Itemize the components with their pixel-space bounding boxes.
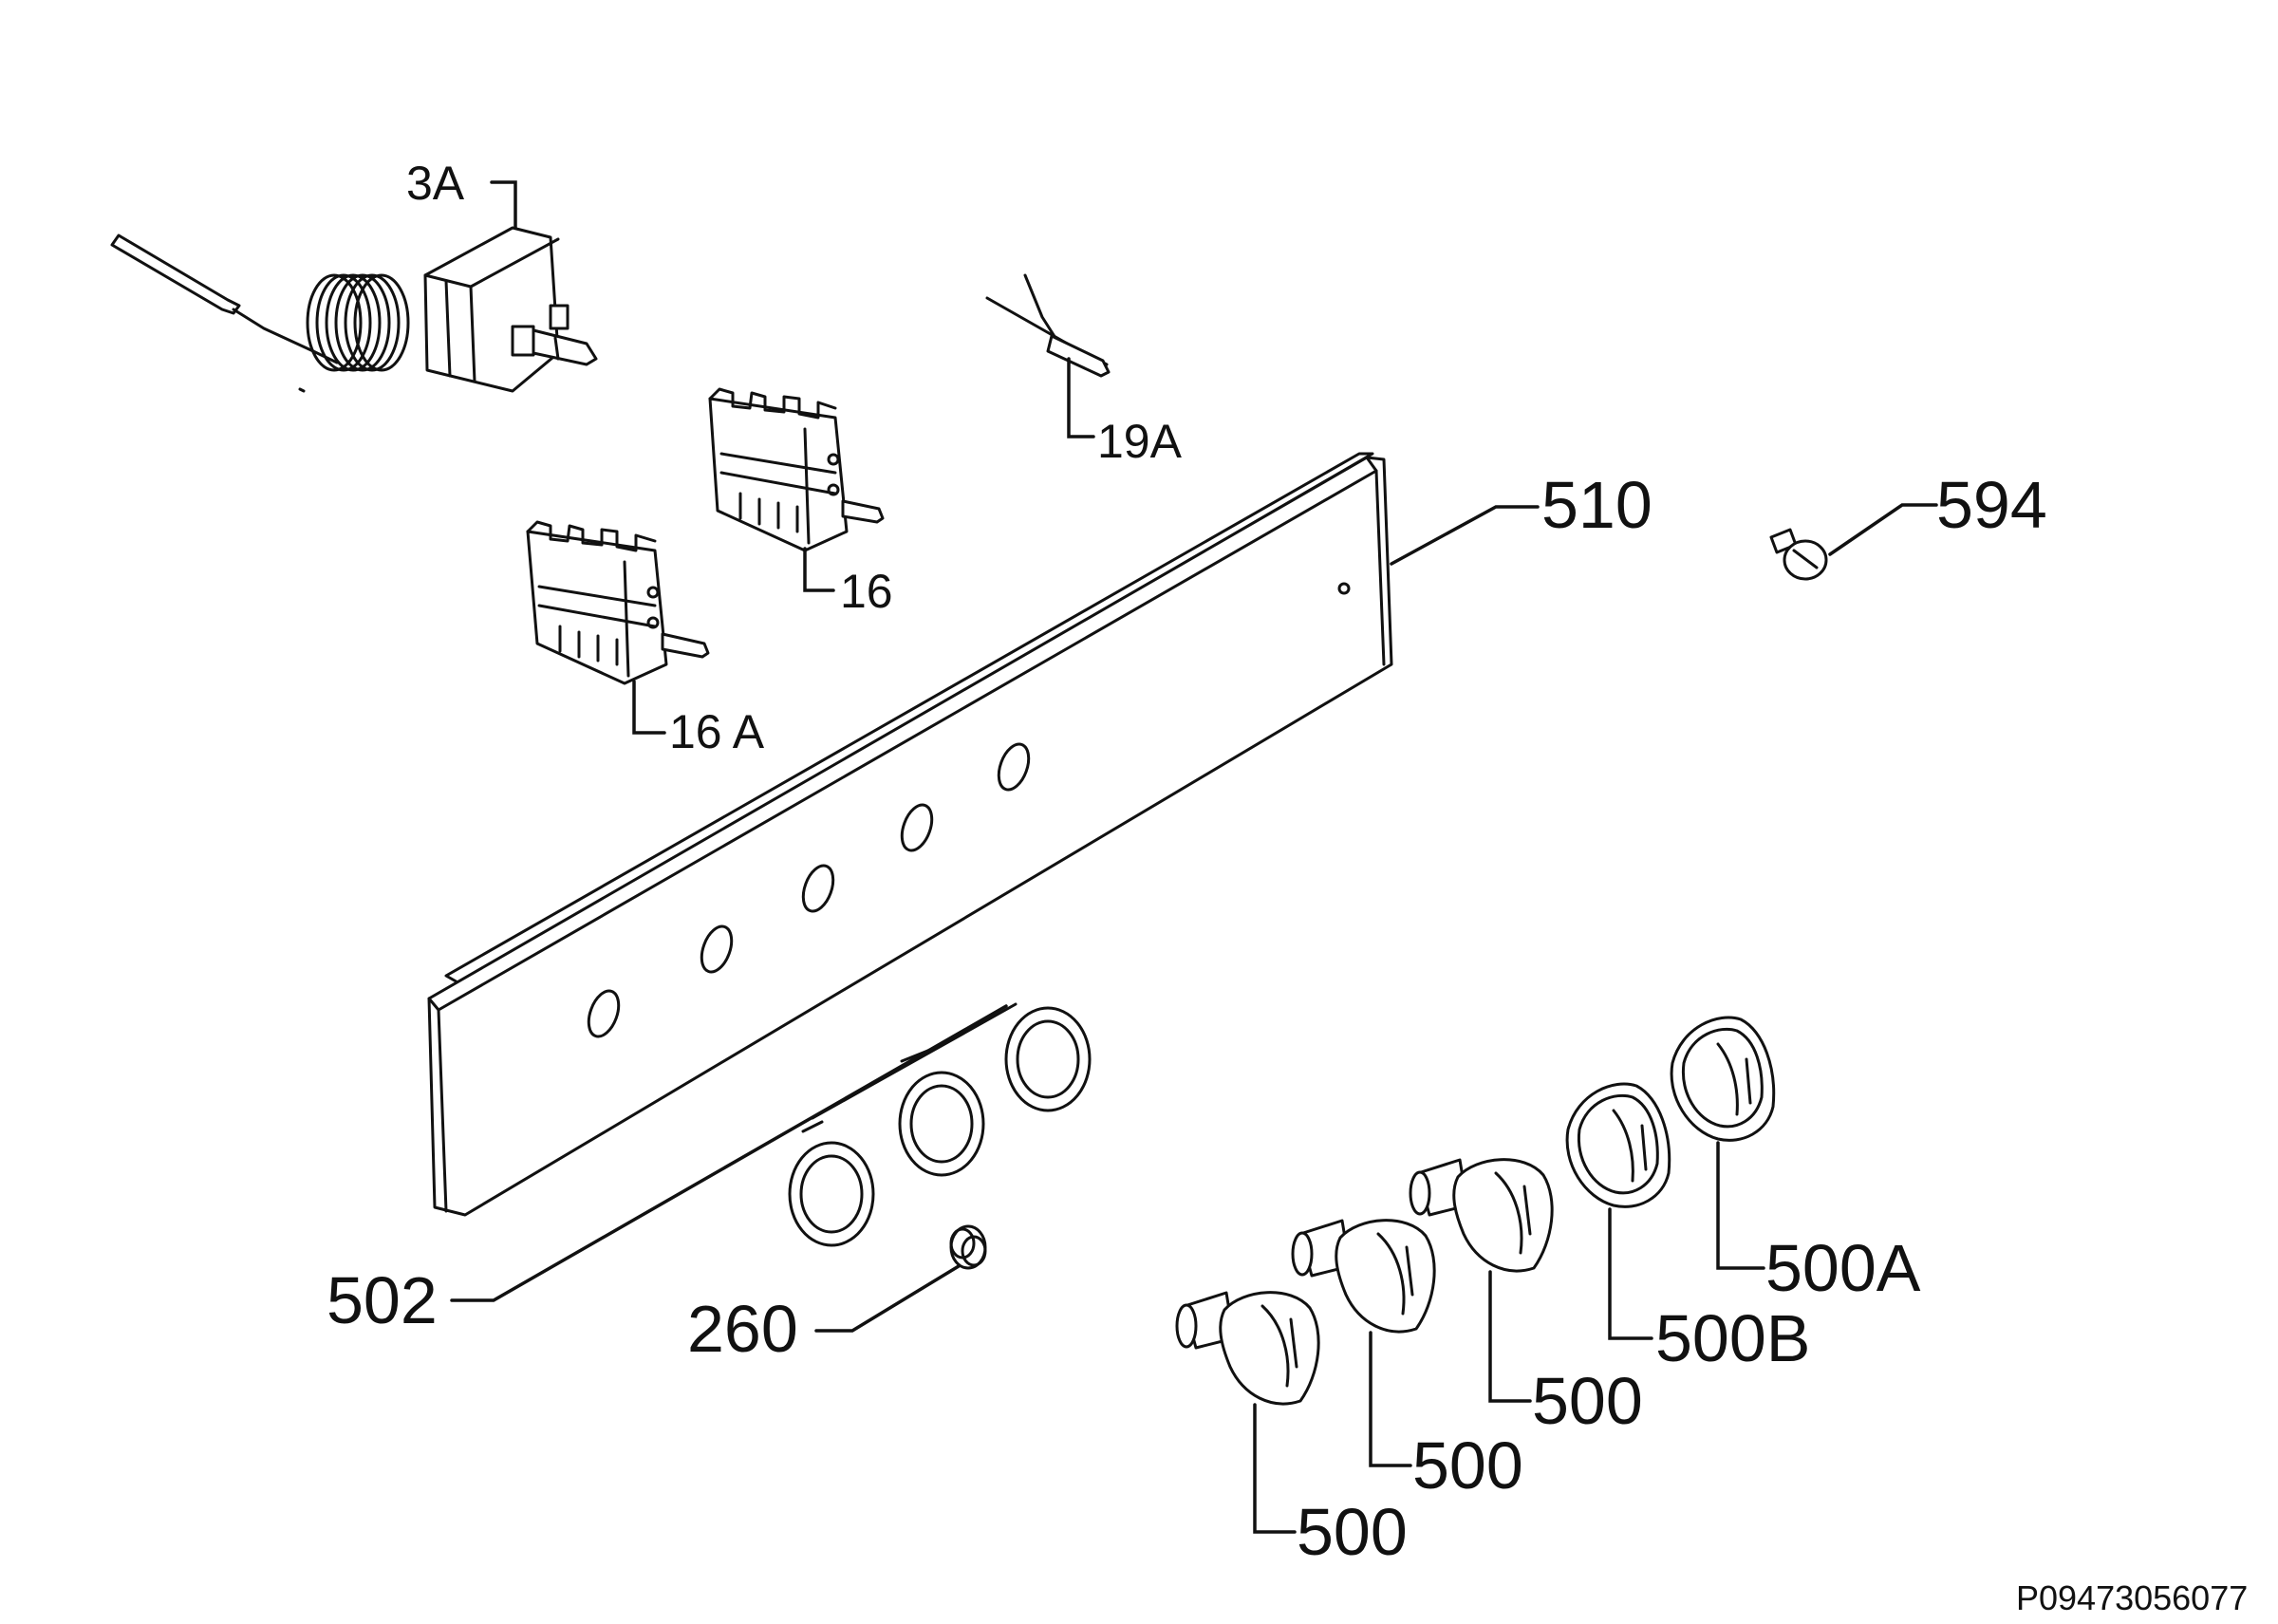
label-knob-2: 500	[1412, 1428, 1523, 1503]
label-spring: 260	[687, 1292, 798, 1366]
leader-knob-2	[1369, 1331, 1412, 1467]
part-thermostat	[110, 226, 598, 393]
label-wire-sensor: 19A	[1097, 415, 1183, 468]
label-selector-switch: 16	[840, 565, 893, 618]
leader-bezels	[450, 1004, 1008, 1302]
bezel-2	[898, 1071, 985, 1177]
part-spring	[949, 1224, 987, 1270]
label-knob-b: 500B	[1655, 1301, 1810, 1375]
label-selector-switch-a: 16 A	[669, 705, 765, 758]
leader-selector-switch-a	[632, 680, 666, 735]
part-control-panel	[427, 452, 1393, 1217]
part-bezels	[788, 1002, 1092, 1247]
leader-spring	[814, 1264, 961, 1333]
label-screw: 594	[1936, 468, 2047, 542]
part-knob-b	[1565, 1082, 1671, 1208]
leader-screw	[1828, 503, 1938, 556]
leader-knob-1	[1253, 1403, 1297, 1534]
part-selector-switch	[708, 387, 885, 552]
label-knob-a: 500A	[1765, 1231, 1921, 1305]
leader-knob-a	[1716, 1141, 1765, 1270]
bezel-3	[1004, 1006, 1092, 1112]
bezel-1	[788, 1141, 875, 1247]
label-control-panel: 510	[1541, 468, 1652, 542]
part-wire-sensor	[985, 273, 1111, 378]
label-thermostat: 3A	[406, 157, 465, 210]
label-knob-3: 500	[1532, 1364, 1643, 1438]
leader-selector-switch	[803, 547, 835, 592]
part-selector-switch-a	[526, 520, 710, 685]
leader-knob-b	[1608, 1207, 1653, 1340]
leader-knob-3	[1488, 1270, 1532, 1403]
reference-code: P09473056077	[2016, 1578, 2248, 1617]
part-knob-1	[1175, 1291, 1320, 1406]
part-knob-3	[1409, 1158, 1554, 1273]
leader-control-panel	[1390, 505, 1540, 566]
label-bezels: 502	[327, 1263, 438, 1337]
part-knob-2	[1291, 1219, 1436, 1334]
leader-thermostat	[490, 180, 517, 230]
part-screw	[1769, 528, 1828, 581]
leader-wire-sensor	[1067, 357, 1095, 439]
part-knob-a	[1670, 1016, 1776, 1142]
label-knob-1: 500	[1297, 1495, 1408, 1569]
